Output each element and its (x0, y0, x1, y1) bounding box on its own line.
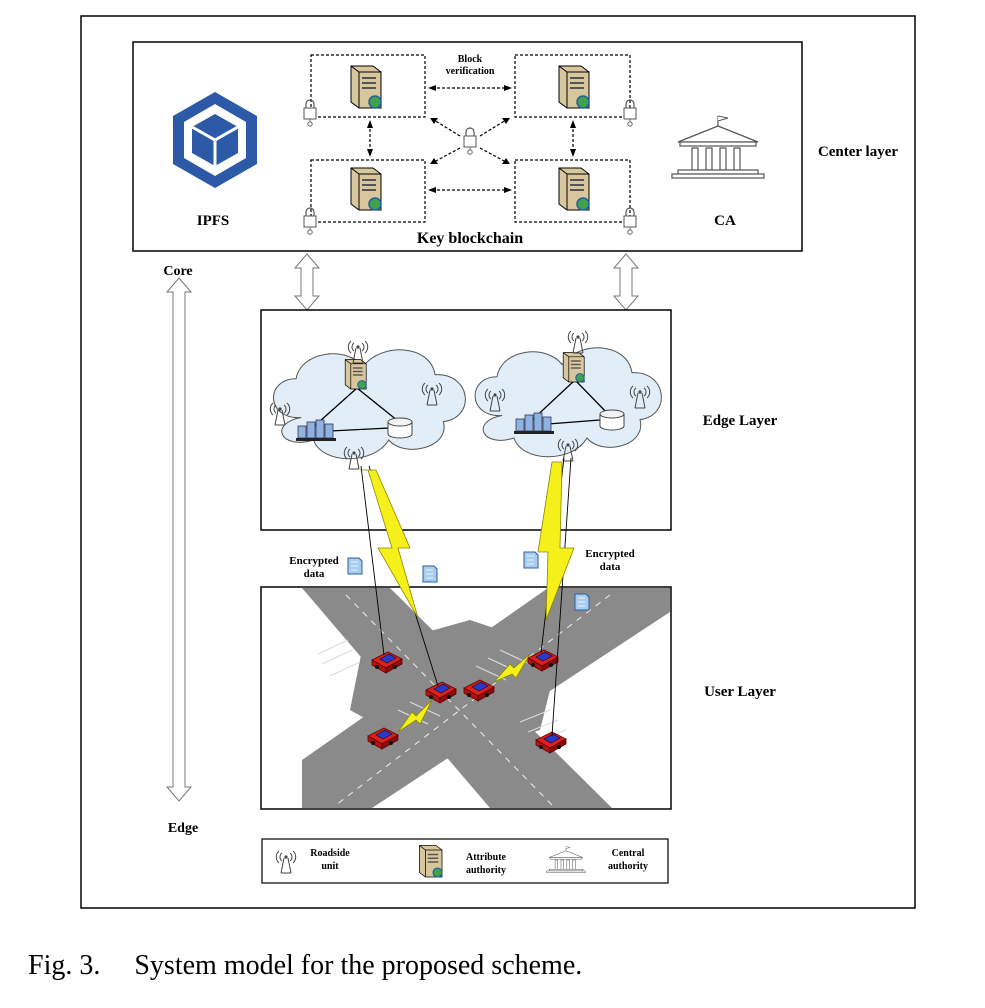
document-icon (422, 565, 438, 583)
encrypted-data-right-line2: data (600, 561, 621, 573)
edge-network-left (269, 340, 443, 470)
legend-central-line2: authority (608, 861, 648, 872)
user-layer (260, 586, 672, 810)
figure-number: Fig. 3. (28, 950, 101, 981)
node-box-bottom-right (514, 159, 631, 223)
ipfs-label: IPFS (197, 213, 230, 229)
block-verification-label-line2: verification (446, 66, 495, 77)
database-icon (387, 417, 413, 439)
legend-central-line1: Central (612, 848, 645, 859)
encrypted-data-right-line1: Encrypted (585, 548, 635, 560)
legend-box (261, 838, 669, 884)
blockchain-node-boxes (310, 54, 631, 223)
blockchain-arrowheads (367, 85, 576, 193)
legend-roadside-line2: unit (321, 861, 339, 872)
database-icon (599, 409, 625, 431)
ipfs-icon (173, 92, 257, 188)
edge-label: Edge (168, 821, 198, 836)
edge-layer (260, 309, 672, 531)
legend: Roadside unit Attribute authority Centra… (261, 838, 669, 884)
center-edge-arrows (293, 253, 640, 311)
edge-layer-label: Edge Layer (703, 413, 778, 429)
legend-attribute-line1: Attribute (466, 852, 507, 863)
node-box-top-left (310, 54, 426, 118)
block-verification-label-line1: Block (458, 54, 483, 65)
core-edge-arrow (165, 277, 193, 802)
outer-frame (80, 15, 916, 909)
document-icon (347, 557, 363, 575)
document-icon (523, 551, 539, 569)
figure-caption-text: System model for the proposed scheme. (134, 950, 583, 981)
server-icon (558, 167, 590, 211)
server-icon (350, 167, 382, 211)
user-layer-label: User Layer (704, 684, 776, 700)
center-layer-label: Center layer (818, 144, 898, 160)
legend-attribute-line2: authority (466, 865, 506, 876)
core-label: Core (163, 264, 192, 279)
encrypted-data-left-line2: data (304, 568, 325, 580)
encrypted-data-left-line1: Encrypted (289, 555, 339, 567)
lightning-icon (360, 461, 575, 733)
server-icon (558, 65, 590, 109)
edge-network-right (484, 330, 651, 462)
legend-roadside-line1: Roadside (310, 848, 350, 859)
server-icon (344, 359, 367, 390)
node-box-top-right (514, 54, 631, 118)
server-icon (350, 65, 382, 109)
server-icon (418, 844, 443, 878)
node-box-bottom-left (310, 159, 426, 223)
server-icon (562, 352, 585, 383)
document-icon (574, 593, 590, 611)
key-blockchain-label: Key blockchain (417, 230, 523, 247)
figure-caption: Fig. 3. System model for the proposed sch… (28, 950, 582, 982)
ca-label: CA (714, 213, 736, 229)
center-layer: IPFS (132, 41, 803, 252)
blockchain-links (369, 87, 574, 191)
wireless-links (360, 457, 575, 737)
